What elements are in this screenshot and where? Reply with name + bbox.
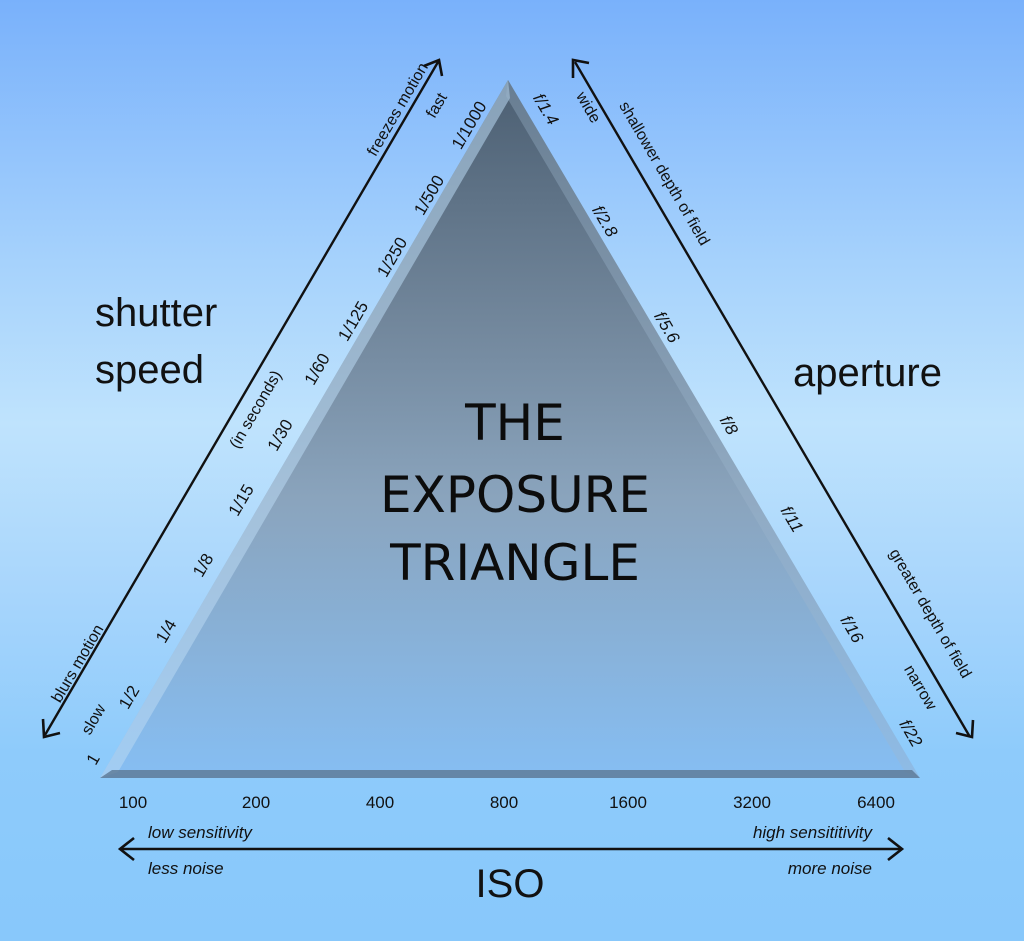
less-noise-note: less noise xyxy=(148,859,224,878)
shutter-tick: 1/60 xyxy=(301,350,334,388)
fast-label: fast xyxy=(423,90,451,121)
arrow-up-left-icon xyxy=(571,58,590,78)
shutter-tick: 1/2 xyxy=(115,682,143,712)
arrow-down-left-icon xyxy=(41,718,61,739)
iso-tick: 400 xyxy=(366,793,394,812)
arrow-up-right-icon xyxy=(423,58,444,77)
shutter-label-line-2: speed xyxy=(95,348,204,392)
iso-tick: 800 xyxy=(490,793,518,812)
iso-tick: 1600 xyxy=(609,793,647,812)
aperture-label: aperture xyxy=(793,351,942,395)
low-sensitivity-note: low sensitivity xyxy=(148,823,253,842)
high-sensitivity-note: high sensititivity xyxy=(753,823,874,842)
shutter-tick: 1/30 xyxy=(264,416,297,454)
more-noise-note: more noise xyxy=(788,859,872,878)
aperture-tick: f/8 xyxy=(716,412,742,438)
blurs-motion-note: blurs motion xyxy=(49,622,108,706)
shutter-arrow-line xyxy=(43,61,440,736)
diagram-title: THE EXPOSURE TRIANGLE xyxy=(380,394,650,592)
iso-tick: 200 xyxy=(242,793,270,812)
shutter-tick: 1 xyxy=(83,750,104,768)
shallower-depth-note: shallower depth of field xyxy=(615,99,712,249)
shutter-label-line-1: shutter xyxy=(95,291,217,335)
slow-label: slow xyxy=(79,701,110,738)
shutter-tick: 1/4 xyxy=(152,616,180,646)
arrow-down-right-icon xyxy=(955,719,975,739)
iso-ticks: 100 200 400 800 1600 3200 6400 xyxy=(119,793,895,812)
iso-tick: 3200 xyxy=(733,793,771,812)
shutter-tick: 1/8 xyxy=(189,550,217,580)
triangle-shape xyxy=(100,80,920,778)
shutter-tick: 1/15 xyxy=(225,481,258,519)
title-line-1: THE xyxy=(464,394,565,452)
iso-tick: 6400 xyxy=(857,793,895,812)
aperture-tick: f/1.4 xyxy=(529,90,562,128)
title-line-3: TRIANGLE xyxy=(389,534,640,592)
aperture-tick: f/11 xyxy=(777,503,807,536)
freezes-motion-note: freezes motion xyxy=(364,60,432,159)
narrow-label: narrow xyxy=(900,662,940,713)
iso-label: ISO xyxy=(476,862,545,906)
arrow-left-icon xyxy=(117,836,135,862)
iso-tick: 100 xyxy=(119,793,147,812)
iso-section: 100 200 400 800 1600 3200 6400 low sensi… xyxy=(117,793,905,906)
aperture-arrow-line xyxy=(573,61,972,738)
wide-label: wide xyxy=(572,88,604,126)
title-line-2: EXPOSURE xyxy=(380,466,650,524)
arrow-right-icon xyxy=(887,836,905,862)
aperture-tick: f/16 xyxy=(836,612,867,647)
